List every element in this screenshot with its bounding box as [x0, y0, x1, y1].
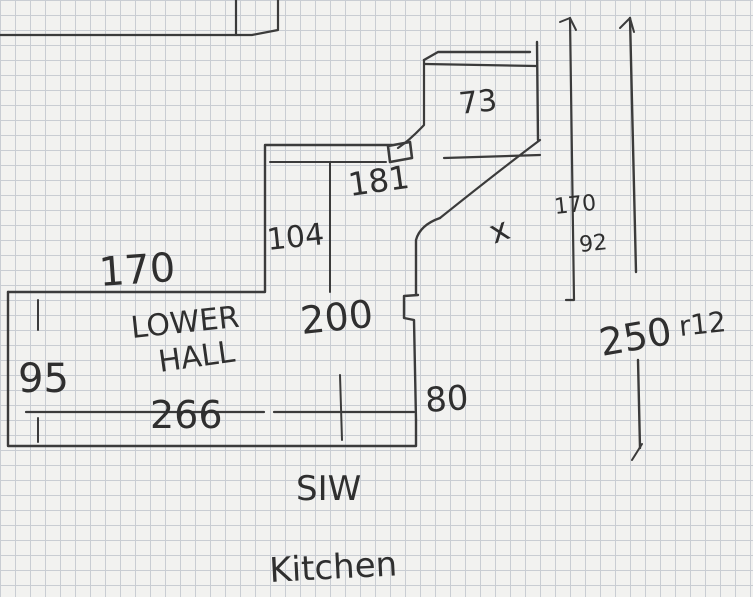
bottom-width-label: 266	[150, 393, 223, 437]
kitchen-label: Kitchen	[268, 544, 398, 591]
alcove-dim-label: 73	[457, 83, 499, 122]
total-height-suffix-label: r12	[677, 305, 727, 343]
notch-dim-label: 181	[346, 158, 412, 204]
wall-left-label: 104	[265, 217, 326, 258]
middle-height-label: 200	[298, 292, 375, 343]
right-height-top-label: 170	[553, 191, 597, 220]
right-dim-label: 80	[424, 378, 470, 421]
total-height-label: 250	[596, 309, 675, 365]
dimension-lines	[559, 16, 643, 461]
right-height-suffix-label: 92	[578, 230, 608, 258]
below-room-label: SIW	[296, 469, 361, 509]
diagonal-mark: x	[484, 209, 515, 251]
top-width-label: 170	[97, 245, 176, 296]
upper-room-fragment	[0, 0, 280, 37]
left-height-label: 95	[18, 356, 69, 402]
room-outline	[6, 40, 542, 448]
